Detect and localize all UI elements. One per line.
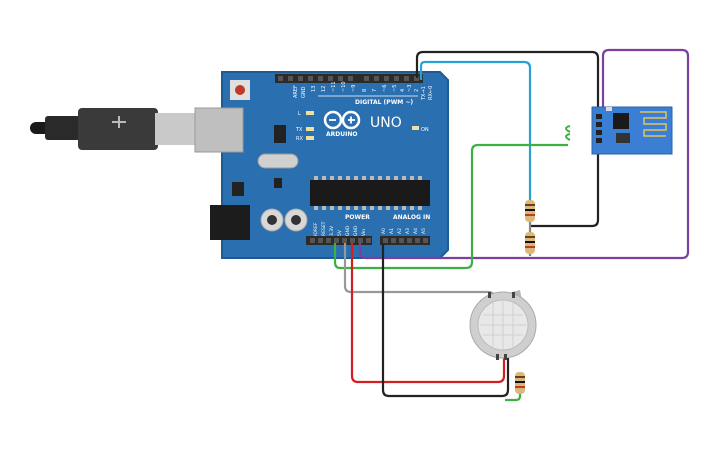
crystal-oscillator bbox=[257, 153, 299, 169]
digital-pin-holes bbox=[278, 76, 419, 81]
power-label: POWER bbox=[345, 214, 370, 221]
tx-led bbox=[306, 127, 314, 131]
gnd-label: GND bbox=[301, 86, 307, 98]
rx-led bbox=[306, 136, 314, 140]
esp-wire-loops bbox=[565, 125, 571, 141]
antenna-icon bbox=[640, 111, 667, 137]
usb-symbol-icon bbox=[112, 116, 126, 128]
esp-flash-chip bbox=[616, 133, 630, 143]
analog-pin-label: A1 bbox=[389, 228, 395, 234]
digital-pin-label: RX←0 bbox=[428, 86, 434, 100]
digital-pin-label: TX→1 bbox=[421, 86, 427, 101]
usb-plug-metal bbox=[155, 113, 195, 145]
wire-blue-tx[interactable] bbox=[419, 60, 532, 200]
bottom-pin-holes bbox=[310, 238, 428, 243]
digital-pin-label: 7 bbox=[372, 89, 378, 92]
digital-pin-label: ~3 bbox=[407, 85, 413, 92]
reset-button-cap bbox=[235, 85, 245, 95]
analog-pin-label: A2 bbox=[397, 228, 403, 234]
esp-board bbox=[591, 106, 673, 155]
power-pin-label: RESET bbox=[321, 221, 327, 236]
atmega-chip-pins bbox=[314, 176, 422, 210]
power-pin-label: GND bbox=[345, 225, 351, 236]
power-pin-label: IOREF bbox=[313, 222, 319, 236]
wire-green-3v3[interactable] bbox=[333, 143, 568, 270]
usb-cable[interactable] bbox=[30, 108, 195, 150]
digital-pin-label: ~10 bbox=[341, 81, 347, 92]
resistor-band bbox=[525, 246, 535, 248]
digital-pin-label: ~9 bbox=[351, 85, 357, 92]
digital-pin-label: 8 bbox=[362, 89, 368, 92]
esp-chip bbox=[613, 113, 629, 129]
usb-interface-chip bbox=[274, 125, 286, 143]
analog-pin-label: A4 bbox=[413, 228, 419, 234]
wire-red-sensor-vcc[interactable] bbox=[350, 243, 506, 384]
digital-label: DIGITAL (PWM ~) bbox=[355, 99, 413, 106]
resistor-band bbox=[525, 236, 535, 238]
capacitor-top bbox=[267, 215, 277, 225]
wire-green-sensor-resistor[interactable] bbox=[505, 376, 522, 402]
digital-pin-label: ~11 bbox=[331, 81, 337, 92]
on-led bbox=[412, 126, 419, 130]
aref-label: AREF bbox=[293, 85, 299, 98]
power-pin-label: Vin bbox=[361, 229, 367, 236]
digital-pin-label: ~5 bbox=[392, 85, 398, 92]
analog-pin-label: A5 bbox=[421, 228, 427, 234]
analog-header bbox=[380, 236, 430, 245]
atmega-chip bbox=[310, 180, 430, 206]
wire-black-esp-gnd[interactable] bbox=[415, 50, 600, 228]
regulator-small bbox=[274, 178, 282, 188]
wire-purple-vcc[interactable] bbox=[358, 48, 690, 260]
arduino-uno-board[interactable]: AREF GND 13 12 ~11 ~10 ~9 8 7 ~6 ~5 4 ~3… bbox=[194, 71, 449, 259]
analog-label: ANALOG IN bbox=[393, 214, 430, 221]
arduino-logo-icon bbox=[323, 110, 361, 130]
tx-led-label: TX bbox=[295, 127, 303, 133]
digital-pin-label: 4 bbox=[400, 89, 406, 92]
sensor-pins bbox=[488, 292, 515, 360]
sensor-mesh-lines bbox=[480, 300, 526, 350]
digital-pin-label: 2 bbox=[414, 89, 420, 92]
analog-pin-label: A0 bbox=[381, 228, 387, 234]
esp-led bbox=[606, 107, 612, 111]
power-pin-label: 5V bbox=[337, 229, 343, 236]
resistor-band bbox=[525, 214, 535, 216]
analog-pin-label: A3 bbox=[405, 228, 411, 234]
power-pin-label: 3.3V bbox=[329, 225, 335, 236]
brand-label: ARDUINO bbox=[326, 131, 357, 138]
usb-plug-housing bbox=[78, 108, 158, 150]
esp8266-module[interactable] bbox=[565, 106, 673, 155]
usb-b-port bbox=[194, 107, 244, 153]
digital-pin-label: 12 bbox=[321, 86, 327, 92]
rx-led-label: RX bbox=[296, 136, 303, 142]
resistor-band bbox=[515, 381, 525, 383]
voltage-regulator bbox=[232, 182, 244, 196]
capacitor-top bbox=[291, 215, 301, 225]
resistor-1[interactable] bbox=[525, 200, 535, 222]
l-led-label: L bbox=[298, 111, 301, 117]
resistor-3[interactable] bbox=[515, 372, 525, 394]
l-led bbox=[306, 111, 314, 115]
resistor-band bbox=[525, 204, 535, 206]
resistor-band bbox=[525, 241, 535, 243]
gas-sensor-mq[interactable] bbox=[469, 290, 537, 360]
resistor-2[interactable] bbox=[525, 232, 535, 254]
esp-pins bbox=[596, 114, 602, 143]
model-label: UNO bbox=[370, 115, 402, 131]
on-led-label: ON bbox=[421, 127, 429, 133]
resistor-band bbox=[515, 376, 525, 378]
usb-strain-relief bbox=[45, 116, 80, 140]
digital-pin-label: 13 bbox=[311, 86, 317, 92]
dc-power-jack bbox=[210, 205, 250, 240]
wire-black-sensor-gnd[interactable] bbox=[381, 243, 510, 398]
resistor-band bbox=[515, 386, 525, 388]
resistor-band bbox=[525, 209, 535, 211]
digital-pin-label: ~6 bbox=[382, 85, 388, 92]
power-pin-label: GND bbox=[353, 225, 359, 236]
